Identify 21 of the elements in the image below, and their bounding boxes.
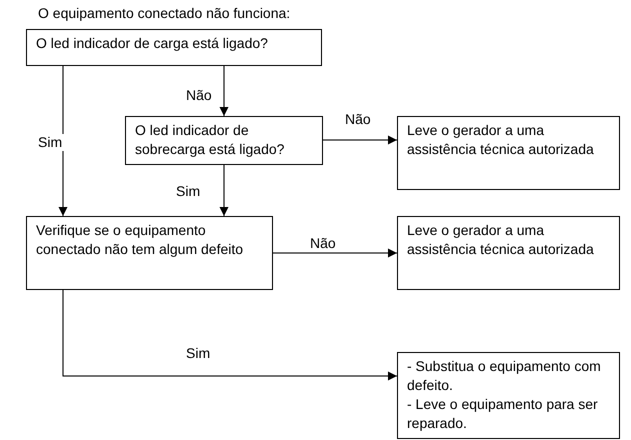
diagram-title: O equipamento conectado não funciona: — [38, 5, 290, 21]
arrow — [220, 164, 228, 216]
arrow — [58, 66, 68, 216]
edge-label: Sim — [36, 134, 64, 151]
arrow — [272, 248, 398, 258]
box-text: O led indicador de sobrecarga está ligado? — [135, 121, 286, 159]
box-text: Leve o gerador a uma assistência técnica autorizada — [407, 121, 595, 159]
process-box — [397, 352, 620, 439]
box-text: Verifique se o equipamento conectado não tem algum defeito — [36, 221, 244, 259]
process-box — [397, 116, 620, 190]
arrow — [220, 66, 228, 116]
process-box — [397, 216, 620, 290]
box-text: Leve o gerador a uma assistência técnica autorizada — [407, 221, 595, 259]
process-box — [26, 216, 273, 290]
process-box — [26, 29, 322, 66]
arrow — [322, 136, 398, 144]
box-text: - Leve o equipamento para ser reparado. — [407, 395, 599, 433]
box-text: O led indicador de carga está ligado? — [36, 34, 269, 53]
box-text: - Substitua o equipamento com defeito. — [407, 357, 602, 395]
process-box — [125, 116, 323, 165]
arrow — [62, 290, 398, 380]
